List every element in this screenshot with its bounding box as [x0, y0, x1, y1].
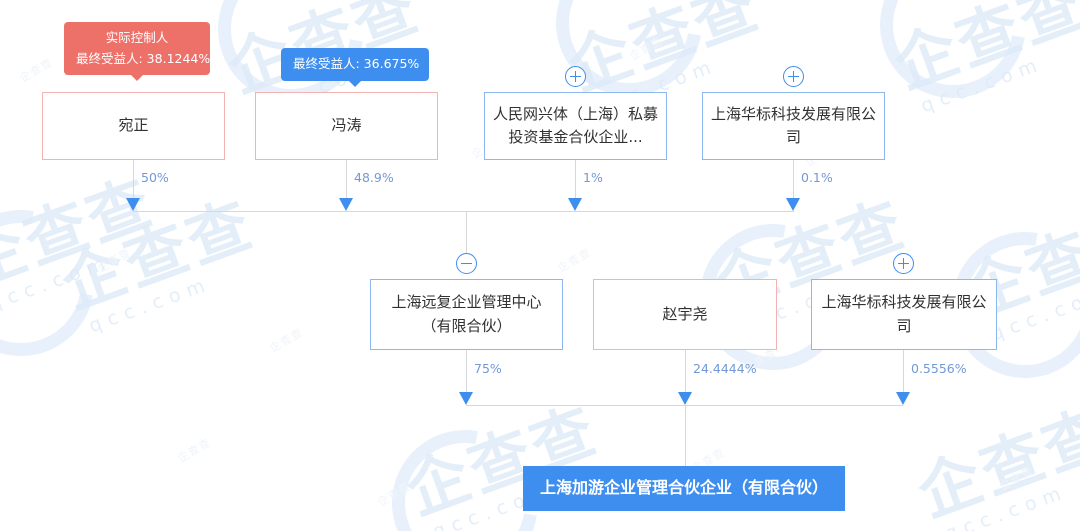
- watermark-brand-text: 企查查: [0, 164, 164, 301]
- watermark-ring: [0, 181, 123, 385]
- tooltip-line-1: 实际控制人: [105, 30, 169, 45]
- watermark-small: 企查查: [95, 245, 134, 276]
- connector-drop: [466, 211, 467, 263]
- connector-arrow: [126, 198, 140, 211]
- expand-icon[interactable]: [783, 66, 804, 87]
- node-label: 冯涛: [331, 116, 362, 135]
- node-label: 赵宇尧: [662, 304, 708, 323]
- watermark-small: 企查查: [267, 325, 306, 356]
- connector-stem: [793, 160, 794, 208]
- watermark-small: 企查查: [17, 55, 56, 86]
- edge-percent: 0.1%: [801, 170, 833, 185]
- watermark-domain-text: qcc.com: [85, 272, 215, 338]
- expand-icon[interactable]: [565, 66, 586, 87]
- connector-stem: [346, 160, 347, 208]
- watermark-domain-text: qcc.com: [987, 280, 1080, 346]
- watermark-brand: 企查查 qcc.com: [904, 381, 1080, 531]
- connector-arrow: [459, 392, 473, 405]
- watermark-small: 企查查: [175, 435, 214, 466]
- node-target-company[interactable]: 上海加游企业管理合伙企业（有限合伙）: [523, 466, 845, 511]
- connector-bus-bottom: [466, 405, 903, 406]
- watermark-small: 企查查: [555, 245, 594, 276]
- tooltip-final-beneficiary: 最终受益人: 36.675%: [281, 48, 429, 87]
- node-huabiao-tech-top[interactable]: 上海华标科技发展有限公司: [702, 92, 885, 160]
- connector-arrow: [786, 198, 800, 211]
- node-yuanfu-management-center[interactable]: 上海远复企业管理中心（有限合伙）: [370, 279, 563, 350]
- connector-arrow: [678, 392, 692, 405]
- connector-arrow: [568, 198, 582, 211]
- connector-arrow: [339, 198, 353, 211]
- watermark-domain-text: qcc.com: [917, 52, 1047, 118]
- node-renminwang-xingti-fund[interactable]: 人民网兴体（上海）私募投资基金合伙企业...: [484, 92, 667, 160]
- node-feng-tao[interactable]: 冯涛: [255, 92, 438, 160]
- edge-percent: 24.4444%: [693, 361, 757, 376]
- edge-percent: 0.5556%: [911, 361, 967, 376]
- watermark-small: 企查查: [375, 479, 414, 510]
- connector-bus-top: [133, 211, 794, 212]
- node-label: 人民网兴体（上海）私募投资基金合伙企业...: [493, 104, 659, 146]
- connector-stem: [466, 350, 467, 398]
- watermark-brand: 企查查 qcc.com: [48, 173, 270, 340]
- connector-stem: [685, 350, 686, 398]
- node-label: 上海加游企业管理合伙企业（有限合伙）: [539, 478, 828, 498]
- node-label: 宛正: [118, 116, 149, 135]
- edge-percent: 75%: [474, 361, 502, 376]
- tooltip-line-2: 最终受益人: 38.1244%: [76, 50, 211, 66]
- watermark-domain-text: qcc.com: [0, 250, 115, 316]
- watermark-brand-text: 企查查: [52, 186, 264, 323]
- node-label: 上海远复企业管理中心（有限合伙）: [391, 293, 542, 335]
- node-label: 上海华标科技发展有限公司: [821, 293, 987, 335]
- node-wan-zheng[interactable]: 宛正: [42, 92, 225, 160]
- watermark-brand-text: 企查查: [884, 0, 1080, 103]
- tooltip-actual-controller: 实际控制人 最终受益人: 38.1244%: [64, 22, 211, 82]
- connector-stem: [133, 160, 134, 208]
- node-label: 上海华标科技发展有限公司: [711, 104, 877, 146]
- edge-percent: 1%: [583, 170, 603, 185]
- tooltip-line-1: 最终受益人: 36.675%: [293, 56, 420, 71]
- watermark-small: 企查查: [627, 33, 666, 64]
- connector-stem: [575, 160, 576, 208]
- node-zhao-yuyao[interactable]: 赵宇尧: [593, 279, 777, 350]
- edge-percent: 50%: [141, 170, 169, 185]
- edge-percent: 48.9%: [354, 170, 394, 185]
- connector-drop: [685, 405, 686, 466]
- connector-arrow: [896, 392, 910, 405]
- watermark-brand-text: 企查查: [908, 394, 1080, 531]
- expand-icon[interactable]: [893, 253, 914, 274]
- collapse-icon[interactable]: [456, 253, 477, 274]
- watermark-domain-text: qcc.com: [941, 480, 1071, 531]
- node-huabiao-tech-middle[interactable]: 上海华标科技发展有限公司: [811, 279, 997, 350]
- watermark-brand-text: 企查查: [558, 0, 770, 105]
- connector-stem: [903, 350, 904, 398]
- watermark-brand: 企查查 qcc.com: [880, 0, 1080, 121]
- watermark-small: 企查查: [997, 463, 1036, 494]
